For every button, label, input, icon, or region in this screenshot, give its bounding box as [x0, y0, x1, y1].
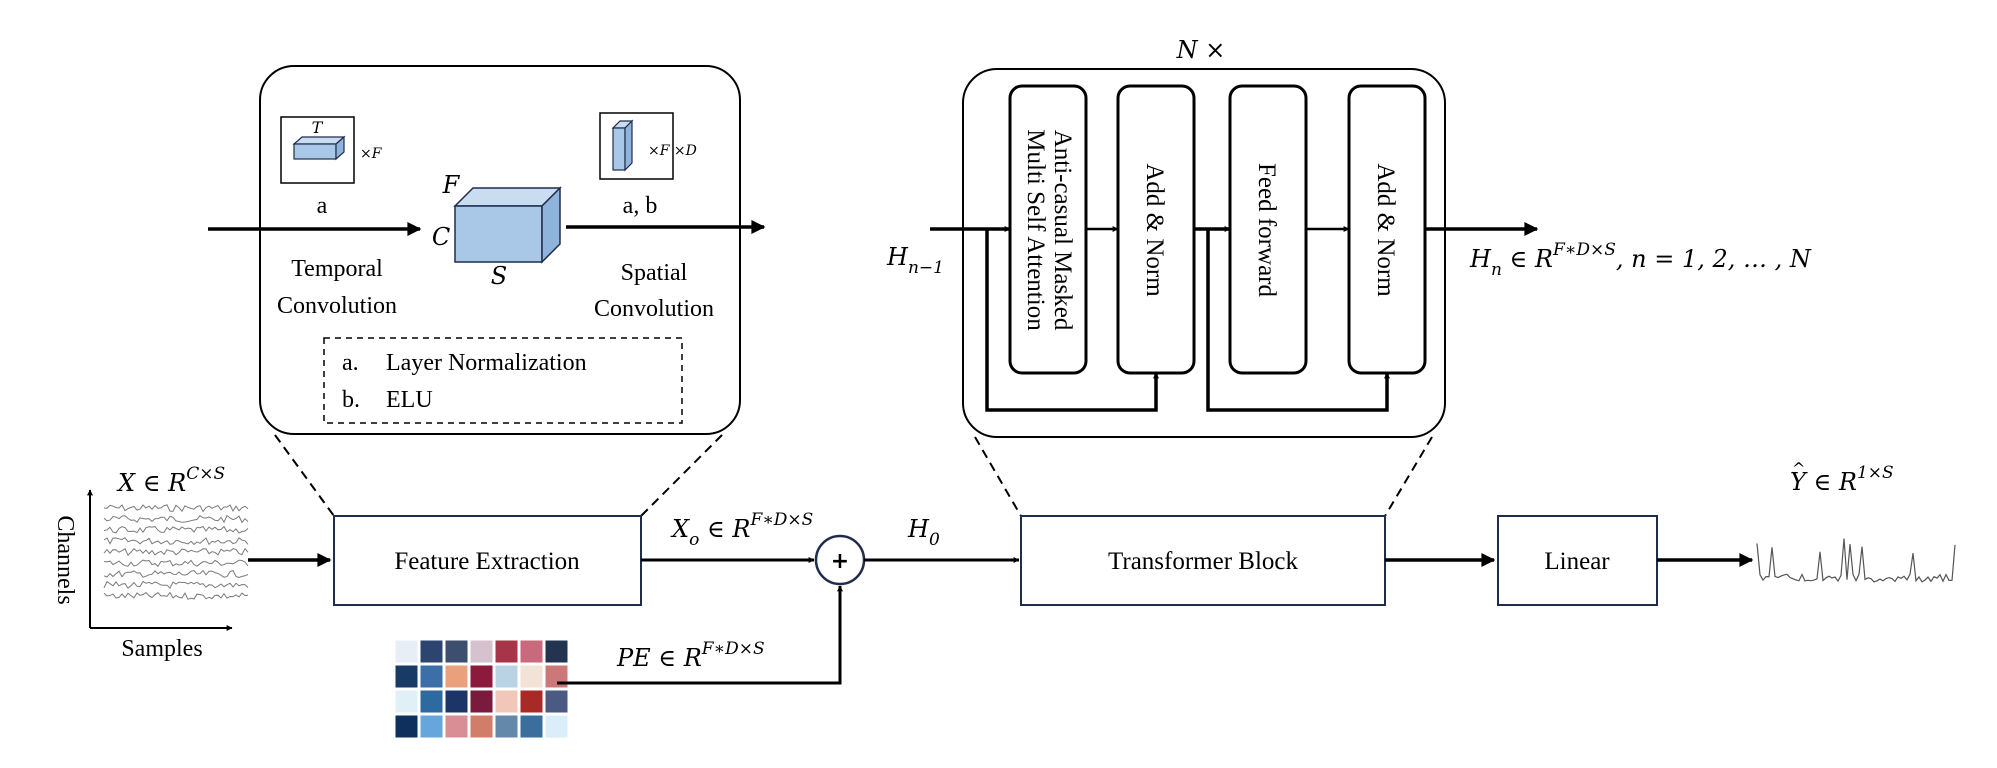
pe-cell — [519, 714, 544, 739]
linear-block — [1497, 515, 1658, 606]
pe-cell — [544, 689, 569, 714]
feature-cube — [453, 186, 562, 264]
temporal-kernel-icon — [280, 116, 355, 184]
pe-cell — [444, 639, 469, 664]
pe-cell — [544, 664, 569, 689]
feature-zoom-connector-right — [640, 434, 723, 517]
samples-axis-label: Samples — [121, 636, 202, 662]
positional-encoding-grid — [394, 639, 569, 739]
feature-extraction-detail: T ×F a ×F ×D a, b F C S Temporal Convolu… — [208, 65, 766, 435]
xo-label: Xo ∈ RF∗D×S — [670, 510, 813, 550]
block-output-label: Hn ∈ RF∗D×S, n = 1, 2, … , N — [1469, 240, 1812, 280]
transformer-zoom-connector-left — [974, 436, 1022, 517]
pe-cell — [469, 664, 494, 689]
pe-cell — [419, 664, 444, 689]
pe-cell — [444, 664, 469, 689]
transformer-block-label: Transformer Block — [1108, 548, 1299, 575]
transformer-zoom-connector-right — [1384, 436, 1433, 517]
spatial-kernel-icon — [599, 112, 674, 180]
pe-cell — [544, 639, 569, 664]
eeg-channel-trace — [103, 504, 249, 513]
pe-cell — [444, 714, 469, 739]
attention-label-line-2: Multi Self Attention — [1022, 129, 1049, 331]
pe-cell — [519, 639, 544, 664]
eeg-channel-trace — [103, 514, 249, 524]
attention-label-line-1: Anti-casual Masked — [1049, 130, 1076, 331]
legend-text-a: Layer Normalization — [386, 350, 587, 376]
channels-axis-label: Channels — [52, 515, 78, 604]
eeg-channel-trace — [103, 580, 249, 589]
output-hat: ^ — [1792, 459, 1805, 478]
repeat-label: N × — [1176, 36, 1226, 64]
normalization-legend — [323, 337, 683, 424]
pe-cell — [394, 689, 419, 714]
spatial-norm-label: a, b — [623, 193, 658, 219]
pe-cell — [494, 689, 519, 714]
spatial-label-line-1: Spatial — [621, 260, 688, 286]
residual-connection-2 — [1206, 229, 1390, 412]
spatial-label-line-2: Convolution — [594, 296, 714, 322]
transformer-detail: N × Anti-casual Masked Multi Self Attent… — [886, 36, 1812, 438]
pe-to-add-arrow — [557, 585, 843, 685]
pe-cell — [469, 689, 494, 714]
eeg-traces — [103, 504, 249, 600]
output-signal-path — [1756, 538, 1956, 583]
temporal-label-line-1: Temporal — [291, 256, 383, 282]
add-norm-label-1: Add & Norm — [1141, 163, 1168, 297]
pe-cell — [519, 689, 544, 714]
eeg-channel-trace — [103, 569, 249, 579]
eeg-channel-trace — [103, 525, 249, 534]
kernel-t-multiplier: ×F — [360, 146, 383, 162]
output-label: Y ∈ R1×S — [1790, 463, 1894, 496]
pe-label: PE ∈ RF∗D×S — [616, 639, 765, 672]
legend-text-b: ELU — [386, 387, 433, 413]
pe-cell — [394, 714, 419, 739]
feature-extraction-label: Feature Extraction — [394, 548, 580, 575]
eeg-channel-trace — [103, 547, 249, 557]
pe-cell — [494, 664, 519, 689]
legend-key-b: b. — [342, 387, 360, 413]
eeg-channel-trace — [103, 537, 249, 546]
eeg-channel-trace — [103, 559, 249, 568]
feed-forward-label: Feed forward — [1253, 163, 1280, 297]
kernel-t-label: T — [312, 118, 324, 137]
eeg-channel-trace — [103, 591, 249, 600]
pe-cell — [419, 714, 444, 739]
pe-cell — [419, 689, 444, 714]
eeg-input: X ∈ RC×S Channels Samples — [52, 464, 249, 662]
add-norm-label-2: Add & Norm — [1372, 163, 1399, 297]
pe-cell — [444, 689, 469, 714]
cube-c-label: C — [432, 223, 450, 251]
h0-label: H0 — [907, 515, 940, 550]
pe-cell — [544, 714, 569, 739]
block-input-label: Hn−1 — [886, 243, 944, 278]
output-signal-trace — [1756, 538, 1956, 583]
pe-cell — [519, 664, 544, 689]
cube-f-label: F — [442, 171, 461, 199]
pe-cell — [419, 639, 444, 664]
pe-cell — [469, 714, 494, 739]
pe-cell — [394, 639, 419, 664]
pe-cell — [469, 639, 494, 664]
legend-key-a: a. — [342, 350, 359, 376]
cube-s-label: S — [491, 262, 507, 290]
kernel-s-multiplier: ×F ×D — [648, 143, 697, 159]
residual-connection-1 — [985, 229, 1159, 412]
pe-cell — [494, 714, 519, 739]
pe-cell — [494, 639, 519, 664]
linear-label: Linear — [1544, 548, 1610, 575]
add-node-symbol: + — [831, 549, 849, 574]
feature-extraction-block — [333, 515, 642, 606]
input-label: X ∈ RC×S — [116, 464, 225, 497]
feature-zoom-connector-left — [274, 434, 335, 517]
transformer-block — [1020, 515, 1386, 606]
temporal-norm-label: a — [317, 193, 328, 219]
temporal-label-line-2: Convolution — [277, 293, 397, 319]
pe-cell — [394, 664, 419, 689]
